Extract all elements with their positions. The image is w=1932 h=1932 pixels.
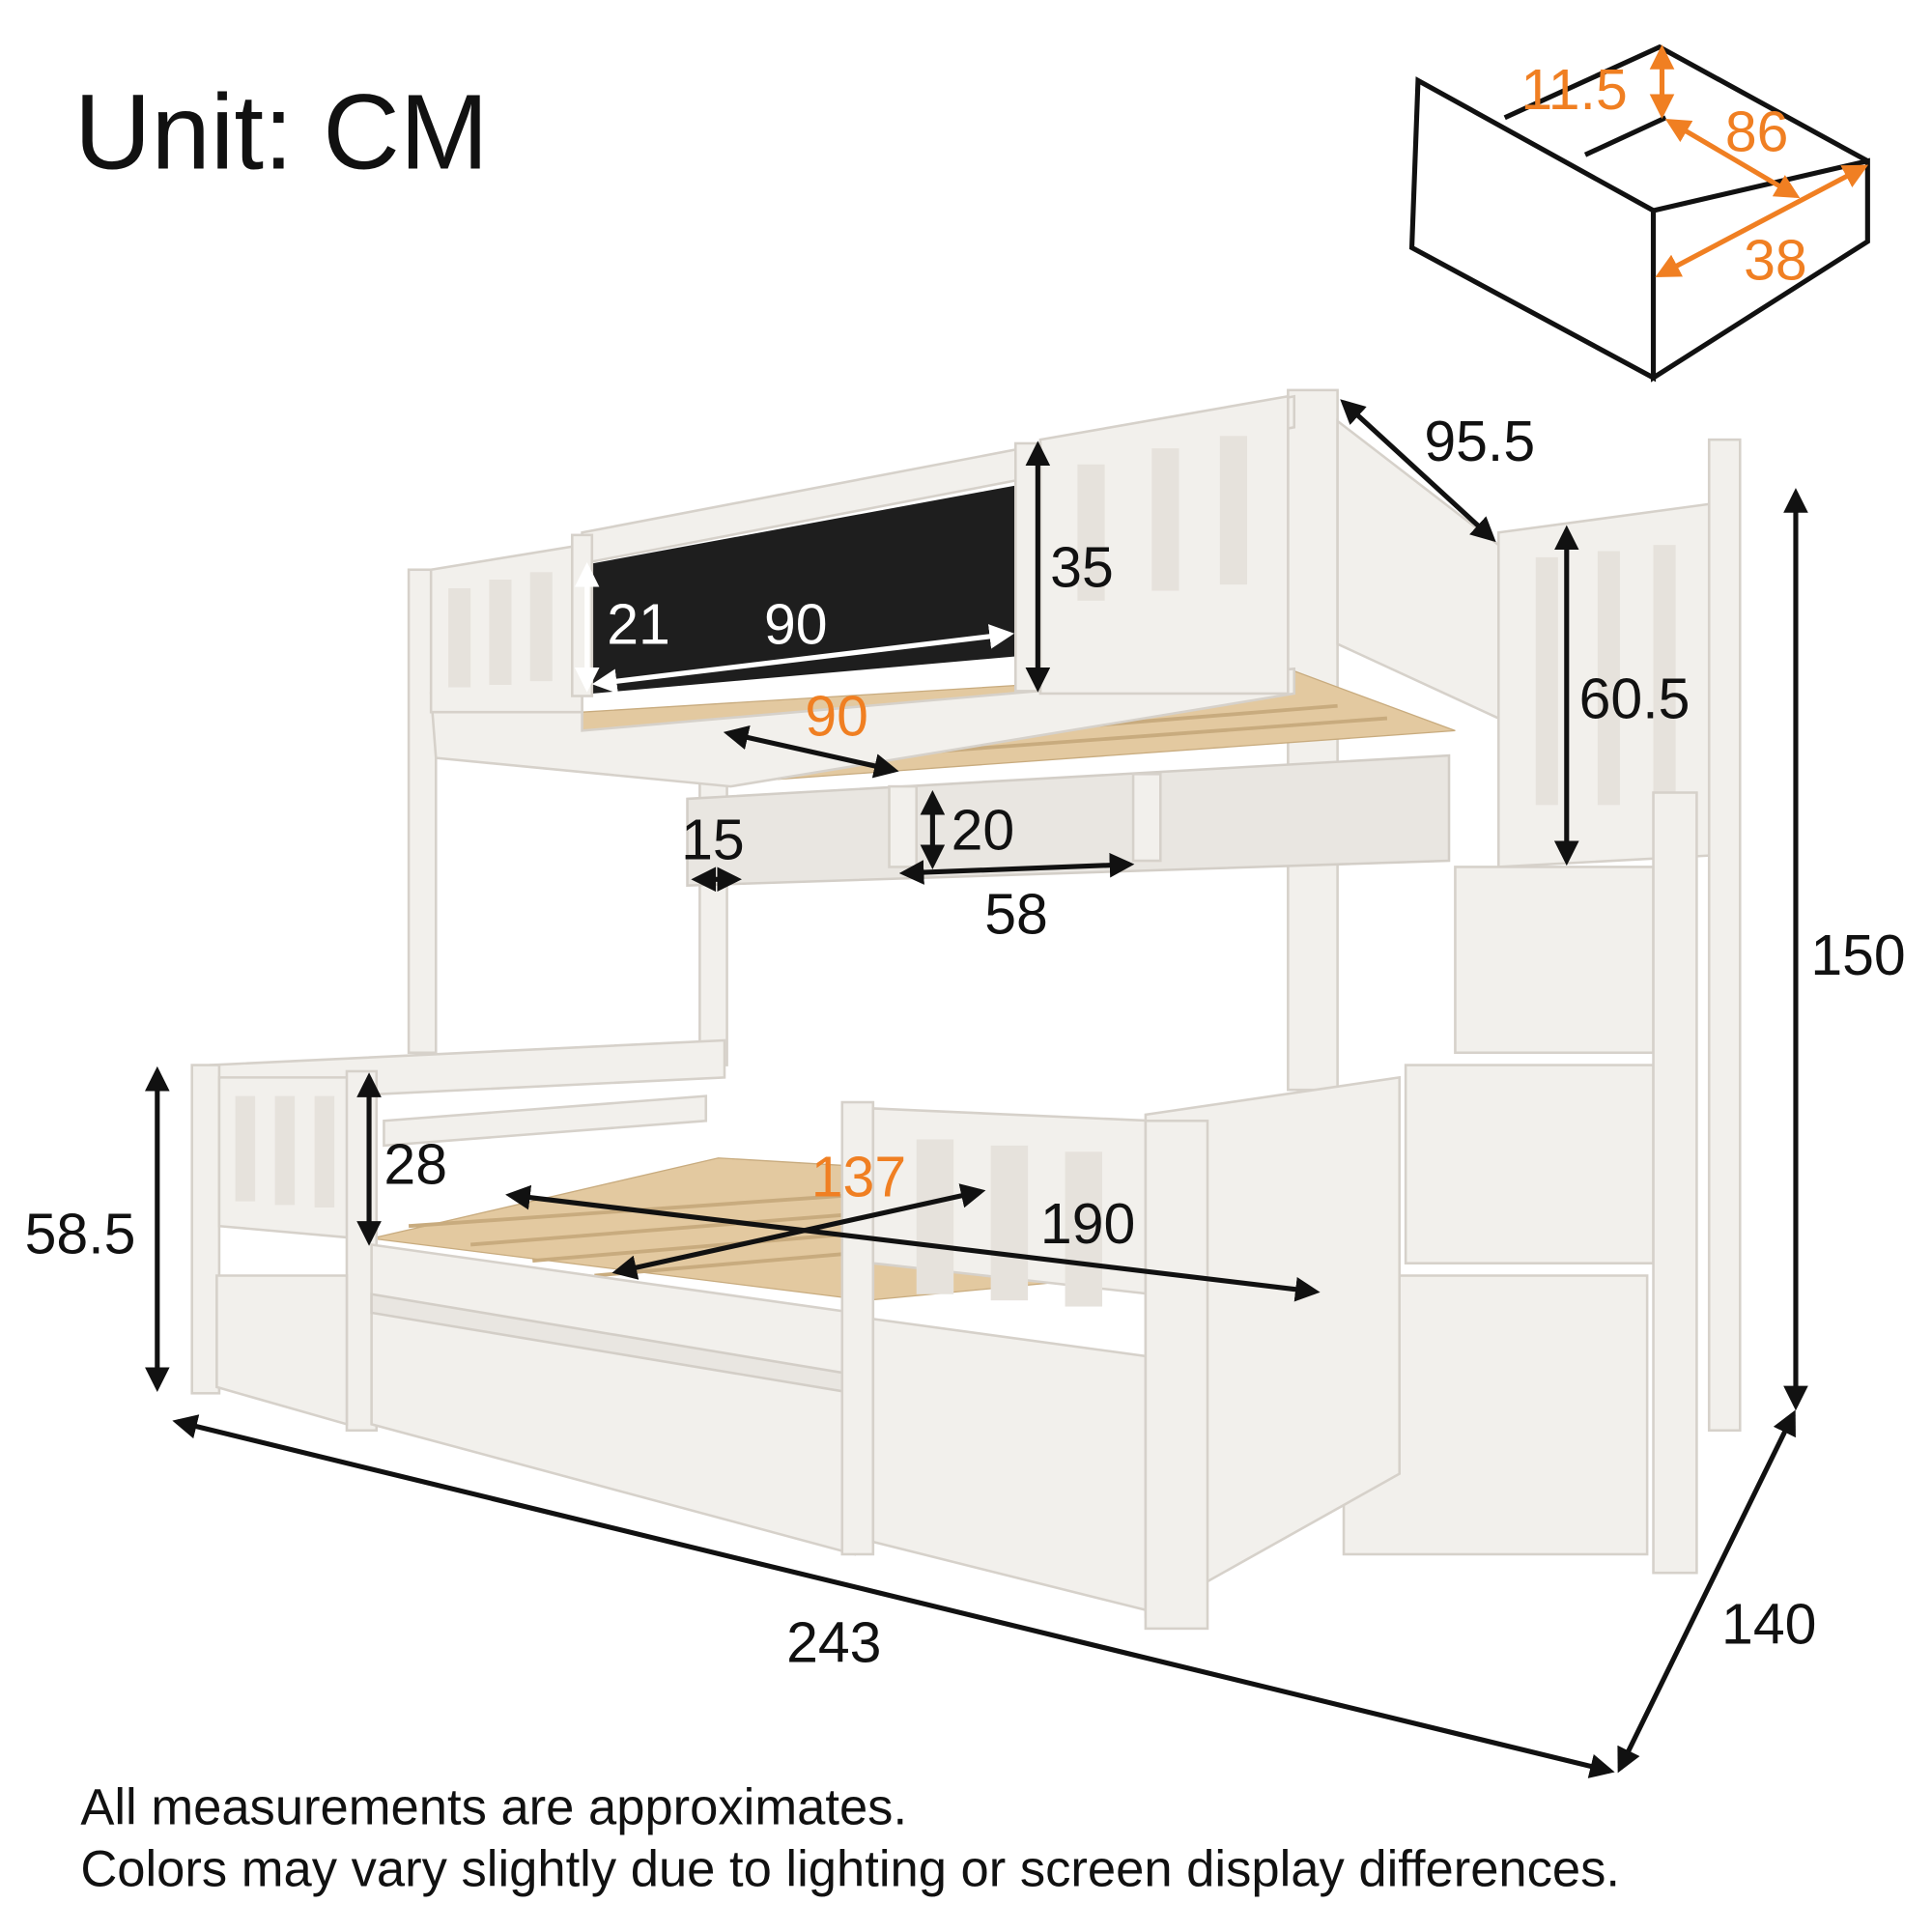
upper-mattress-width-label: 90 bbox=[805, 686, 868, 749]
drawer-width-label: 38 bbox=[1744, 230, 1807, 293]
stair-rail-height-label: 60.5 bbox=[1579, 668, 1690, 731]
disclaimer-line-1: All measurements are approximates. bbox=[80, 1778, 907, 1835]
upper-guard-height-label: 35 bbox=[1050, 537, 1114, 600]
blackboard-width-label: 90 bbox=[764, 594, 828, 657]
unit-title: Unit: CM bbox=[74, 72, 489, 191]
total-length-label: 243 bbox=[786, 1612, 881, 1675]
lower-bed-height-label: 58.5 bbox=[25, 1203, 136, 1265]
total-height-label: 150 bbox=[1810, 924, 1905, 987]
lower-guard-height-label: 28 bbox=[384, 1134, 447, 1197]
drawer-depth-label: 86 bbox=[1725, 100, 1789, 163]
blackboard-height-label: 21 bbox=[607, 594, 670, 657]
shelf-height-label: 20 bbox=[952, 799, 1015, 862]
bunk-bed-illustration bbox=[190, 388, 1742, 1631]
dimension-arrows bbox=[145, 399, 1808, 1778]
disclaimer-line-2: Colors may vary slightly due to lighting… bbox=[80, 1841, 1620, 1898]
shelf-depth-label: 15 bbox=[681, 810, 745, 872]
shelf-width-label: 58 bbox=[984, 884, 1048, 947]
total-width-label: 140 bbox=[1721, 1593, 1816, 1656]
upper-guard-depth-label: 95.5 bbox=[1424, 411, 1535, 473]
drawer-illustration bbox=[1408, 43, 1870, 383]
lower-mattress-width-label: 137 bbox=[811, 1146, 906, 1208]
drawer-height-label: 11.5 bbox=[1520, 59, 1627, 122]
lower-mattress-length-label: 190 bbox=[1040, 1193, 1135, 1256]
